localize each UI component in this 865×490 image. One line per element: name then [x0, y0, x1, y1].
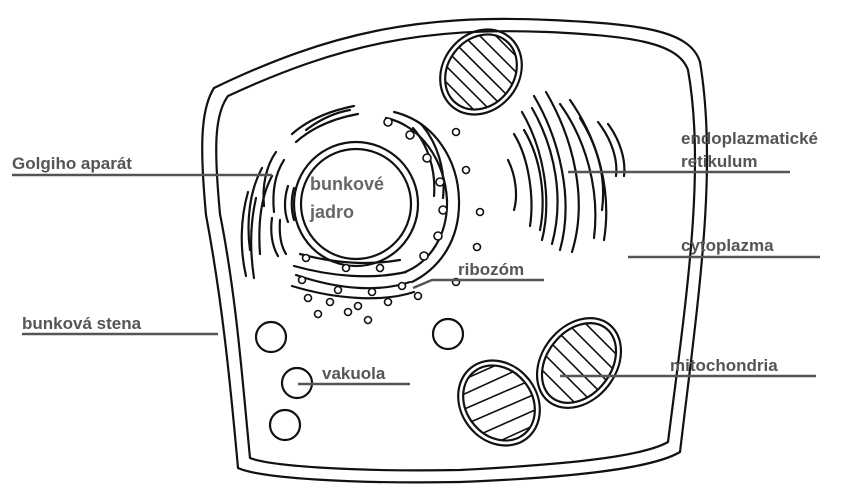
label-er-line2: retikulum [681, 152, 758, 171]
label-er-line1: endoplazmatické [681, 129, 818, 148]
label-golgi: Golgiho aparát [12, 154, 132, 173]
label-mitochondria: mitochondria [670, 356, 778, 375]
mitochondrion-right [520, 290, 640, 424]
leader-lines [12, 172, 820, 384]
label-nucleus-line1: bunkové [310, 174, 384, 194]
cell-membrane-inner [216, 31, 695, 470]
label-cell-wall: bunková stena [22, 314, 142, 333]
label-cytoplasm: cytoplazma [681, 236, 774, 255]
label-vacuole: vakuola [322, 364, 386, 383]
label-nucleus-line2: jadro [309, 202, 354, 222]
label-ribosome: ribozóm [458, 260, 524, 279]
